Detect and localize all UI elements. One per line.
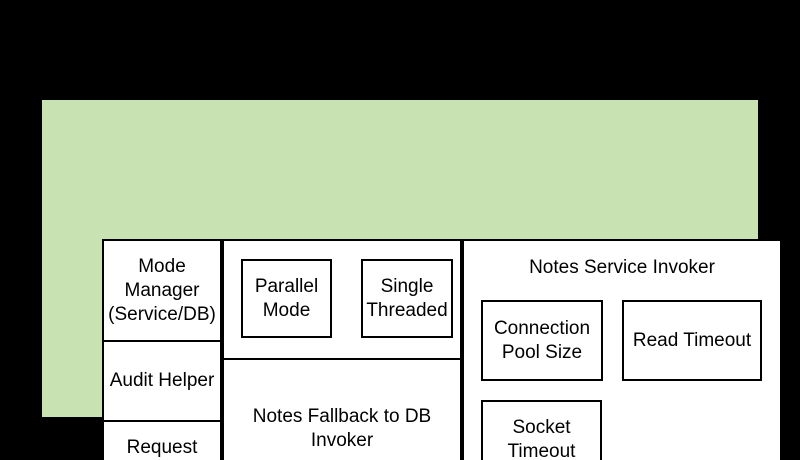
mode-row — [224, 241, 460, 360]
request-cache-cell: Request Cache — [104, 420, 220, 460]
notes-fallback-invoker-label: Notes Fallback to DB Invoker — [252, 405, 432, 451]
single-threaded-box: Single Threaded — [361, 259, 453, 338]
read-timeout-box: Read Timeout — [622, 300, 762, 381]
socket-timeout-box: Socket Timeout — [481, 400, 602, 460]
diagram-panel: Mode Manager (Service/DB) Audit Helper R… — [42, 100, 782, 460]
parallel-mode-box: Parallel Mode — [241, 259, 332, 338]
fallback-invoker-group: Parallel Mode Single Threaded Notes Fall… — [222, 239, 462, 460]
mode-manager-cell: Mode Manager (Service/DB) — [108, 255, 216, 325]
connection-pool-size-box: Connection Pool Size — [481, 300, 603, 381]
left-stack: Mode Manager (Service/DB) Audit Helper R… — [102, 239, 222, 460]
notes-service-invoker-group: Notes Service Invoker Connection Pool Si… — [462, 239, 782, 460]
notes-service-invoker-title: Notes Service Invoker — [529, 257, 715, 278]
audit-helper-cell: Audit Helper — [104, 340, 220, 420]
